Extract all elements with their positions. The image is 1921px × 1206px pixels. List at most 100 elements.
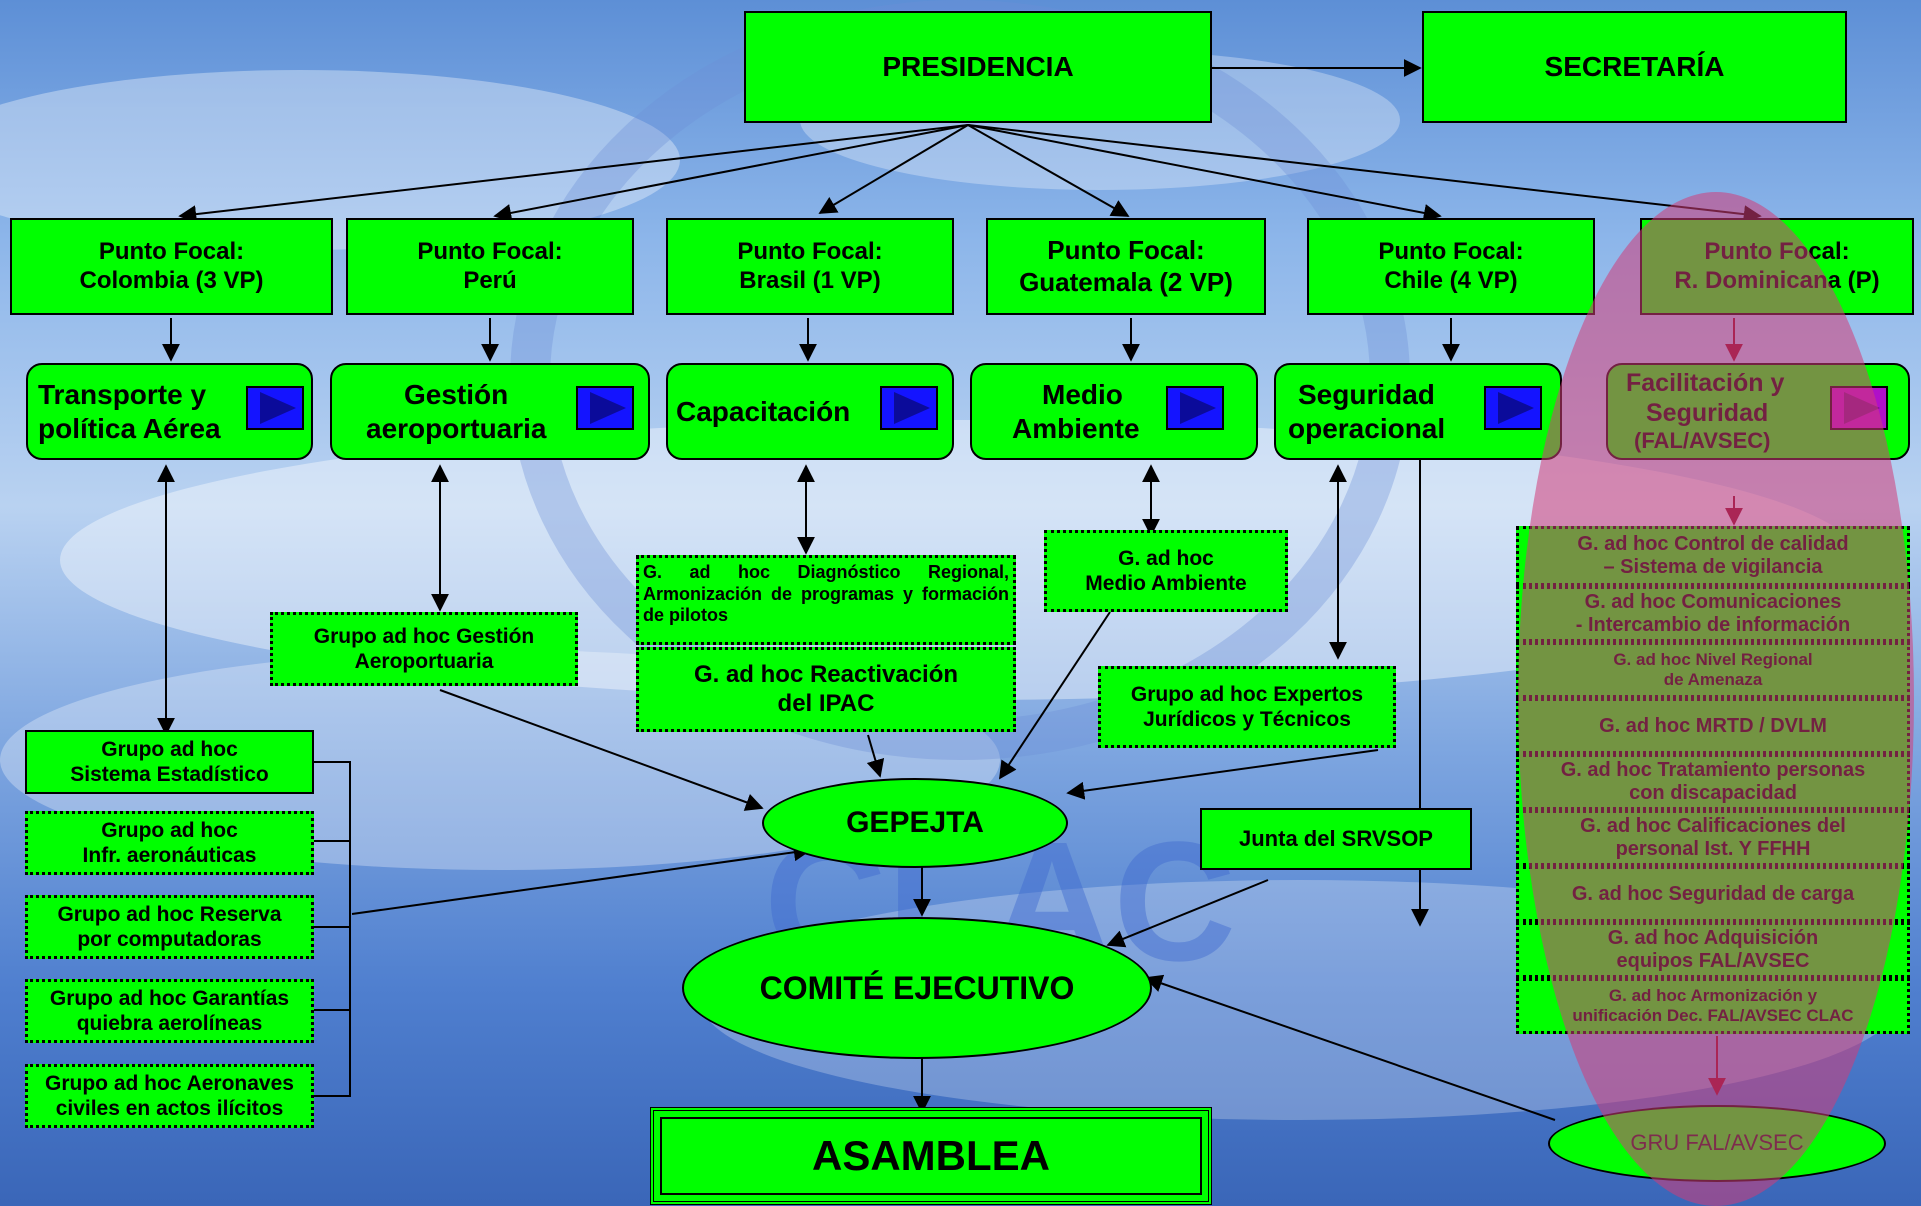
fal-group-seguridad-carga: G. ad hoc Seguridad de carga xyxy=(1516,866,1910,922)
group-label: Jurídicos y Técnicos xyxy=(1143,708,1351,731)
group-label: Infr. aeronáuticas xyxy=(82,844,257,867)
area-label: Seguridad xyxy=(1298,378,1435,410)
comite-ejecutivo-ellipse: COMITÉ EJECUTIVO xyxy=(682,917,1152,1059)
area-label: (FAL/AVSEC) xyxy=(1634,428,1771,454)
group-diagnostico-regional: G. ad hoc Diagnóstico Regional, Armoniza… xyxy=(636,555,1016,645)
focal-point-colombia: Punto Focal:Colombia (3 VP) xyxy=(10,218,333,315)
group-label: G. ad hoc Calificaciones del xyxy=(1580,815,1846,837)
junta-srvsop: Junta del SRVSOP xyxy=(1200,808,1472,870)
fal-group-mrtd-dvlm: G. ad hoc MRTD / DVLM xyxy=(1516,698,1910,754)
focal-point-label: Punto Focal: xyxy=(1704,237,1850,265)
secretaria-box: SECRETARÍA xyxy=(1422,11,1847,123)
group-label: personal Ist. Y FFHH xyxy=(1615,838,1811,860)
play-icon[interactable] xyxy=(880,386,938,430)
focal-point-guatemala: Punto Focal:Guatemala (2 VP) xyxy=(986,218,1266,315)
group-label: Grupo ad hoc Garantías xyxy=(49,986,290,1010)
group-label: Grupo ad hoc Reserva xyxy=(57,902,282,926)
area-label: Facilitación y xyxy=(1626,369,1785,398)
area-label: Medio xyxy=(1042,378,1123,410)
area-label: Transporte y xyxy=(38,378,207,410)
focal-point-label: Punto Focal: xyxy=(1378,237,1524,265)
group-label: Aeroportuaria xyxy=(354,650,494,673)
secretaria-label: SECRETARÍA xyxy=(1544,51,1725,83)
group-label: G. ad hoc Reactivación xyxy=(693,660,959,688)
group-label: - Intercambio de información xyxy=(1575,614,1851,636)
comite-label: COMITÉ EJECUTIVO xyxy=(759,969,1075,1006)
group-label: G. ad hoc Nivel Regional xyxy=(1613,650,1813,670)
play-icon[interactable] xyxy=(576,386,634,430)
group-label: G. ad hoc Diagnóstico Regional, Armoniza… xyxy=(643,562,1009,626)
group-label: Grupo ad hoc xyxy=(101,737,238,761)
gepejta-label: GEPEJTA xyxy=(846,806,984,839)
group-label: G. ad hoc Seguridad de carga xyxy=(1571,882,1855,905)
group-label: civiles en actos ilícitos xyxy=(55,1097,284,1120)
focal-point-peru: Punto Focal:Perú xyxy=(346,218,634,315)
group-label: quiebra aerolíneas xyxy=(76,1012,263,1035)
group-label: – Sistema de vigilancia xyxy=(1603,556,1823,578)
fal-group-control-calidad: G. ad hoc Control de calidad– Sistema de… xyxy=(1516,526,1910,586)
area-label: Seguridad xyxy=(1646,399,1769,428)
group-label: Grupo ad hoc Expertos xyxy=(1130,682,1364,706)
focal-point-label: Punto Focal: xyxy=(98,237,245,265)
group-label: de Amenaza xyxy=(1663,670,1763,689)
group-label: Junta del SRVSOP xyxy=(1239,825,1433,851)
focal-point-label: Punto Focal: xyxy=(417,237,563,265)
group-label: Sistema Estadístico xyxy=(70,763,269,786)
gru-label: GRU FAL/AVSEC xyxy=(1630,1130,1804,1156)
group-label: equipos FAL/AVSEC xyxy=(1616,950,1810,972)
focal-point-country: Perú xyxy=(463,266,517,294)
group-label: por computadoras xyxy=(77,928,262,951)
group-label: del IPAC xyxy=(777,689,875,717)
group-label: Grupo ad hoc xyxy=(101,818,238,842)
group-label: G. ad hoc xyxy=(1118,546,1214,570)
focal-point-label: Punto Focal: xyxy=(1047,235,1205,266)
play-icon[interactable] xyxy=(1830,386,1888,430)
focal-point-country: Guatemala (2 VP) xyxy=(1019,266,1233,297)
gepejta-ellipse: GEPEJTA xyxy=(762,778,1068,868)
focal-point-country: R. Dominicana (P) xyxy=(1674,266,1880,294)
group-label: G. ad hoc MRTD / DVLM xyxy=(1599,714,1827,737)
group-label: Medio Ambiente xyxy=(1085,572,1247,595)
play-icon[interactable] xyxy=(246,386,304,430)
play-icon[interactable] xyxy=(1166,386,1224,430)
area-label: política Aérea xyxy=(38,412,221,444)
play-icon[interactable] xyxy=(1484,386,1542,430)
focal-point-rdominicana: Punto Focal:R. Dominicana (P) xyxy=(1640,218,1914,315)
area-label: Capacitación xyxy=(676,395,851,427)
asamblea-label: ASAMBLEA xyxy=(812,1131,1050,1179)
group-label: G. ad hoc Adquisición xyxy=(1607,927,1819,949)
focal-point-brasil: Punto Focal:Brasil (1 VP) xyxy=(666,218,954,315)
focal-point-country: Chile (4 VP) xyxy=(1384,266,1518,294)
presidencia-box: PRESIDENCIA xyxy=(744,11,1212,123)
area-label: aeroportuaria xyxy=(366,412,547,444)
group-label: G. ad hoc Comunicaciones xyxy=(1584,591,1842,613)
area-label: Gestión xyxy=(404,378,509,410)
asamblea-box: ASAMBLEA xyxy=(650,1107,1212,1205)
area-label: Ambiente xyxy=(1012,412,1140,444)
focal-point-label: Punto Focal: xyxy=(737,237,883,265)
fal-group-comunicaciones: G. ad hoc Comunicaciones- Intercambio de… xyxy=(1516,586,1910,642)
area-label: operacional xyxy=(1288,412,1446,444)
group-label: Grupo ad hoc Gestión xyxy=(313,624,535,648)
presidencia-label: PRESIDENCIA xyxy=(882,51,1074,83)
focal-point-country: Colombia (3 VP) xyxy=(79,266,264,294)
focal-point-country: Brasil (1 VP) xyxy=(739,266,881,294)
group-label: unificación Dec. FAL/AVSEC CLAC xyxy=(1572,1006,1854,1025)
gru-fal-avsec-ellipse: GRU FAL/AVSEC xyxy=(1548,1105,1886,1182)
focal-point-chile: Punto Focal:Chile (4 VP) xyxy=(1307,218,1595,315)
group-label: con discapacidad xyxy=(1629,782,1797,804)
group-label: G. ad hoc Tratamiento personas xyxy=(1560,759,1866,781)
